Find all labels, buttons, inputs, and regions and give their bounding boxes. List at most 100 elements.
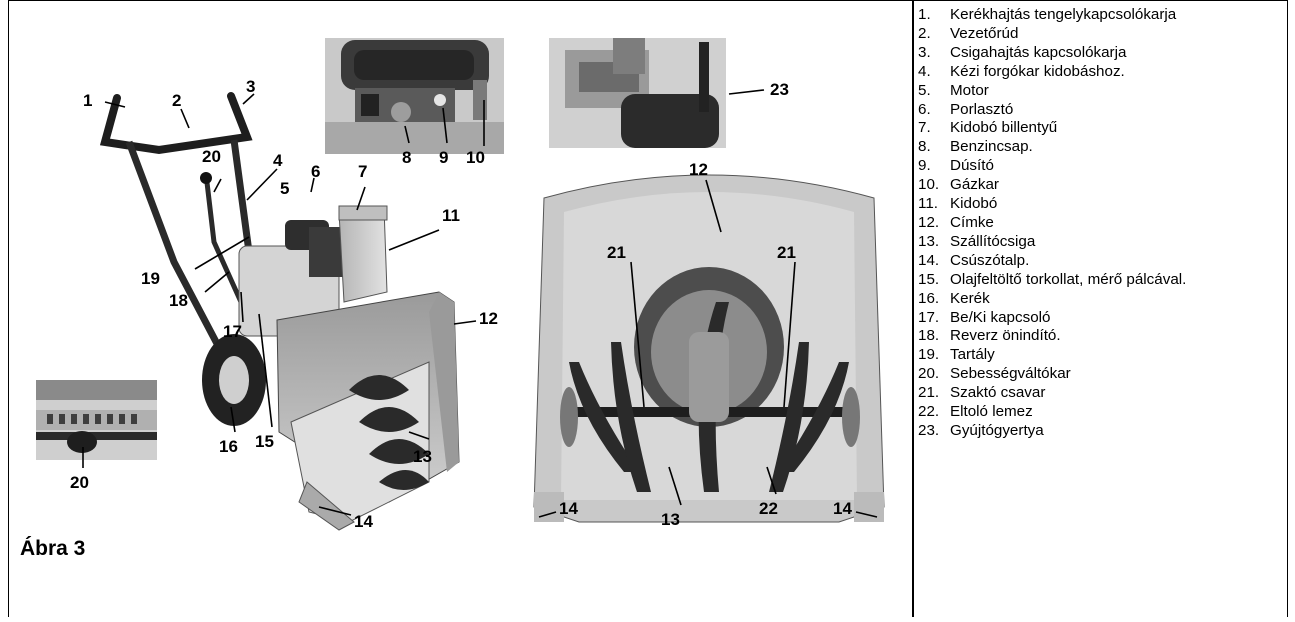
legend-item: 20.Sebességváltókar <box>918 365 1288 384</box>
legend-item-number: 12. <box>918 214 950 233</box>
legend-item-text: Vezetőrúd <box>950 25 1288 44</box>
legend-item: 11.Kidobó <box>918 195 1288 214</box>
column-divider <box>912 0 914 617</box>
legend-item: 21.Szaktó csavar <box>918 384 1288 403</box>
callout-14-front-left: 14 <box>559 499 578 518</box>
snowblower-figure: 1 2 3 4 5 6 7 8 9 10 11 12 13 14 15 16 1… <box>9 2 911 617</box>
legend-item-number: 17. <box>918 309 950 328</box>
legend-item: 2.Vezetőrúd <box>918 25 1288 44</box>
callout-21-left: 21 <box>607 243 626 262</box>
legend-item-number: 11. <box>918 195 950 214</box>
legend-item-text: Sebességváltókar <box>950 365 1288 384</box>
legend-item-number: 1. <box>918 6 950 25</box>
legend-item: 10.Gázkar <box>918 176 1288 195</box>
legend-item: 7.Kidobó billentyű <box>918 119 1288 138</box>
legend-item-text: Benzincsap. <box>950 138 1288 157</box>
legend-item-text: Kidobó <box>950 195 1288 214</box>
inset-photo-fuel-valve <box>325 38 504 154</box>
legend-item-text: Dúsító <box>950 157 1288 176</box>
legend-item-number: 6. <box>918 101 950 120</box>
callout-17: 17 <box>223 322 242 341</box>
legend-item-number: 19. <box>918 346 950 365</box>
legend-item-text: Címke <box>950 214 1288 233</box>
legend-item: 4.Kézi forgókar kidobáshoz. <box>918 63 1288 82</box>
callout-13: 13 <box>413 447 432 466</box>
legend-item-text: Kerék <box>950 290 1288 309</box>
legend-item-text: Motor <box>950 82 1288 101</box>
callout-22: 22 <box>759 499 778 518</box>
callout-18: 18 <box>169 291 188 310</box>
legend-item-number: 13. <box>918 233 950 252</box>
legend-item: 15.Olajfeltöltő torkollat, mérő pálcával… <box>918 271 1288 290</box>
legend-item: 17.Be/Ki kapcsoló <box>918 309 1288 328</box>
legend-item-text: Reverz önindító. <box>950 327 1288 346</box>
callout-10: 10 <box>466 148 485 167</box>
callout-3: 3 <box>246 77 255 96</box>
legend-item: 18.Reverz önindító. <box>918 327 1288 346</box>
callout-7: 7 <box>358 162 367 181</box>
legend-item: 19.Tartály <box>918 346 1288 365</box>
legend-item: 23.Gyújtógyertya <box>918 422 1288 441</box>
callout-4: 4 <box>273 151 283 170</box>
legend-item: 22.Eltoló lemez <box>918 403 1288 422</box>
callout-12: 12 <box>479 309 498 328</box>
legend-item-number: 18. <box>918 327 950 346</box>
legend-item: 14.Csúszótalp. <box>918 252 1288 271</box>
legend-item-number: 16. <box>918 290 950 309</box>
legend-item-text: Olajfeltöltő torkollat, mérő pálcával. <box>950 271 1288 290</box>
legend-item-text: Kerékhajtás tengelykapcsolókarja <box>950 6 1288 25</box>
legend-item-number: 2. <box>918 25 950 44</box>
callout-9: 9 <box>439 148 448 167</box>
legend-item-text: Tartály <box>950 346 1288 365</box>
callout-19: 19 <box>141 269 160 288</box>
legend-item-text: Csigahajtás kapcsolókarja <box>950 44 1288 63</box>
figure-title: Ábra 3 <box>20 537 85 561</box>
legend-item-number: 9. <box>918 157 950 176</box>
legend-item: 13.Szállítócsiga <box>918 233 1288 252</box>
inset-photo-spark-plug <box>549 38 726 148</box>
callout-5: 5 <box>280 179 289 198</box>
callout-20-inset: 20 <box>70 473 89 492</box>
legend-item-number: 5. <box>918 82 950 101</box>
callout-20-main: 20 <box>202 147 221 166</box>
callout-14: 14 <box>354 512 373 531</box>
legend-item: 5.Motor <box>918 82 1288 101</box>
legend-item: 1.Kerékhajtás tengelykapcsolókarja <box>918 6 1288 25</box>
callout-15: 15 <box>255 432 274 451</box>
legend-item-number: 7. <box>918 119 950 138</box>
legend-item-text: Gázkar <box>950 176 1288 195</box>
legend-item-number: 20. <box>918 365 950 384</box>
legend-item-number: 15. <box>918 271 950 290</box>
legend-item: 8.Benzincsap. <box>918 138 1288 157</box>
callout-1: 1 <box>83 91 92 110</box>
legend-item: 16.Kerék <box>918 290 1288 309</box>
legend-item-number: 21. <box>918 384 950 403</box>
legend-item-text: Kidobó billentyű <box>950 119 1288 138</box>
legend-item-text: Eltoló lemez <box>950 403 1288 422</box>
legend-item: 12.Címke <box>918 214 1288 233</box>
callout-16: 16 <box>219 437 238 456</box>
legend-item: 6.Porlasztó <box>918 101 1288 120</box>
inset-photo-speed-lever <box>36 380 157 460</box>
legend-item: 9.Dúsító <box>918 157 1288 176</box>
legend-item-text: Kézi forgókar kidobáshoz. <box>950 63 1288 82</box>
legend-item-text: Be/Ki kapcsoló <box>950 309 1288 328</box>
legend-item-text: Szállítócsiga <box>950 233 1288 252</box>
callout-11: 11 <box>442 206 460 225</box>
callout-23: 23 <box>770 80 789 99</box>
snowblower-front-view <box>534 175 884 522</box>
callout-14-front-right: 14 <box>833 499 852 518</box>
callout-13-front: 13 <box>661 510 680 529</box>
legend-item-text: Csúszótalp. <box>950 252 1288 271</box>
callout-6: 6 <box>311 162 320 181</box>
legend-item-number: 3. <box>918 44 950 63</box>
legend-item-number: 8. <box>918 138 950 157</box>
legend-item: 3.Csigahajtás kapcsolókarja <box>918 44 1288 63</box>
legend-item-number: 23. <box>918 422 950 441</box>
legend-item-number: 4. <box>918 63 950 82</box>
legend-item-number: 22. <box>918 403 950 422</box>
callout-2: 2 <box>172 91 181 110</box>
legend-item-text: Szaktó csavar <box>950 384 1288 403</box>
callout-12-front: 12 <box>689 160 708 179</box>
